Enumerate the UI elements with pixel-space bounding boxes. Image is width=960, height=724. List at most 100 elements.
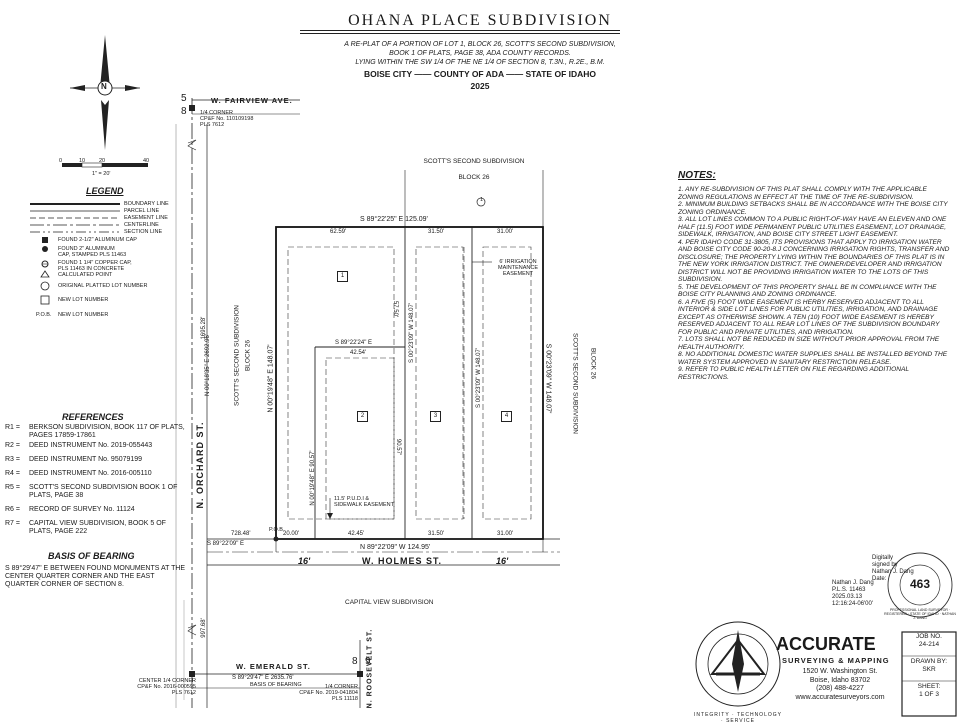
ref-text: DEED INSTRUMENT No. 2016-005110: [29, 470, 152, 477]
firm-website[interactable]: www.accuratesurveyors.com: [795, 693, 885, 701]
corner-note-line: CP&F No. 2019-041804: [299, 690, 358, 696]
note-item: 5. THE DEVELOPMENT OF THIS PROPERTY SHAL…: [678, 283, 937, 299]
easement-note-line: MAINTENANCE: [497, 265, 539, 271]
legend-section: SECTION LINE: [124, 229, 163, 235]
legend-new-lot: NEW LOT NUMBER: [58, 297, 109, 303]
legend-pob-symbol: P.O.B.: [36, 312, 52, 318]
jurisdiction: BOISE CITY —— COUNTY OF ADA —— STATE OF …: [363, 69, 597, 79]
ref-text: CAPITAL VIEW SUBDIVISION, BOOK 5 OF PLAT…: [29, 520, 166, 535]
section-number: 9: [365, 656, 371, 667]
legend-found-aluminum: FOUND 2-1/2" ALUMINUM CAP: [58, 237, 137, 243]
dist-n3: 31.00': [497, 229, 514, 235]
sheet-label: SHEET:: [917, 683, 941, 690]
corner-note-bottom-right: 1/4 CORNER CP&F No. 2019-041804 PLS 1111…: [298, 684, 358, 702]
bearing-lot2-west: N 00°19'48" E 90.57': [310, 450, 316, 506]
bearing-east: S 00°23'09" W 148.07': [544, 343, 552, 414]
bearing-orchard-c: 997.68': [201, 618, 207, 638]
drawn-by: SKR: [922, 666, 936, 673]
ref-code: R2 =: [5, 442, 20, 449]
firm-tagline: SURVEYING & MAPPING: [782, 656, 890, 665]
street-emerald: W. EMERALD ST.: [236, 662, 311, 671]
dist-s0: 20.00': [283, 531, 300, 537]
firm-logo-icon: [695, 621, 781, 707]
legend-line-samples: [30, 203, 120, 233]
corner-note-line: PLS 11118: [332, 696, 358, 702]
corner-note-line: CENTER 1/4 CORNER: [138, 678, 196, 684]
title-underline-2: [300, 33, 620, 34]
easement-note-line: 6' IRRIGATION: [499, 259, 537, 265]
corner-note-line: PLS 7612: [200, 122, 225, 128]
signature-line: signed by: [872, 562, 898, 568]
note-item: 9. REFER TO PUBLIC HEALTH LETTER ON FILE…: [678, 366, 909, 381]
notes-list: 1. ANY RE-SUBDIVISION OF THIS PLAT SHALL…: [678, 186, 950, 381]
dist-lot3-mid: 90.57': [395, 438, 401, 456]
street-holmes: W. HOLMES ST.: [362, 556, 443, 566]
signature-line: Digitally: [872, 555, 894, 561]
scale-tick-0: 0: [59, 158, 63, 164]
easement-note-line: SIDEWALK EASEMENT: [334, 502, 395, 508]
seal-number: 463: [909, 577, 931, 591]
ref-code: R5 =: [5, 484, 20, 491]
subdivision-left: SCOTT'S SECOND SUBDIVISION: [233, 305, 241, 406]
north-letter: N: [101, 82, 107, 91]
legend-found-cap: FOUND 2" ALUMINUM CAP, STAMPED PLS 11463: [58, 246, 127, 258]
firm-ring-text: INTEGRITY · TECHNOLOGY · SERVICE: [694, 712, 782, 724]
corner-note-line: 1/4 CORNER: [200, 110, 234, 116]
firm-address-line: (208) 488-4227: [816, 685, 864, 692]
ref-code: R1 =: [5, 424, 20, 431]
corner-note-top: 1/4 CORNER CP&F No. 110109198 PLS 7612: [200, 110, 253, 128]
lot-number-box: 4: [501, 411, 512, 422]
easement-note-line: 11.5' P.U.D.I &: [334, 496, 370, 502]
scale-tick-10: 10: [79, 158, 86, 164]
ref-code: R3 =: [5, 456, 20, 463]
bearing-lot3: S 00°23'09" W 148.07': [476, 348, 482, 408]
corner-note-line: PLS 7612: [171, 690, 196, 696]
ref-text: RECORD OF SURVEY No. 11124: [29, 506, 135, 513]
bearing-lot1: S 89°22'24" E: [335, 340, 373, 346]
note-item: 4. PER IDAHO CODE 31-3805, ITS PROVISION…: [678, 238, 950, 284]
dist-s1: 42.45': [348, 531, 365, 537]
dist-lot1-east: 57.50': [392, 300, 398, 318]
sheet-box: SHEET: 1 OF 3: [902, 683, 956, 699]
lot-number-box: 2: [357, 411, 368, 422]
legend-title: LEGEND: [86, 186, 124, 196]
ref-text: DEED INSTRUMENT No. 2019-055443: [29, 442, 153, 449]
corner-note-line: 1/4 CORNER: [324, 684, 358, 690]
subdivision-bottom: CAPITAL VIEW SUBDIVISION: [345, 599, 434, 606]
dist-lot1-inner: 42.54': [350, 350, 367, 356]
ref-code: R6 =: [5, 506, 20, 513]
scale-tick-20: 20: [99, 158, 106, 164]
street-fairview: W. FAIRVIEW AVE.: [211, 96, 293, 105]
bearing-lot2: S 00°23'09" W 148.07': [409, 303, 415, 363]
ref-text: SCOTT'S SECOND SUBDIVISION BOOK 1 OF PLA…: [29, 484, 178, 499]
subtitle-line-2: BOOK 1 OF PLATS, PAGE 38, ADA COUNTY REC…: [389, 50, 571, 57]
drawn-label: DRAWN BY:: [910, 658, 948, 665]
ref-code: R7 =: [5, 520, 20, 527]
corner-note-bottom-left: CENTER 1/4 CORNER CP&F No. 2016-000595 P…: [136, 678, 196, 696]
note-item: 7. LOTS SHALL NOT BE REDUCED IN SIZE WIT…: [678, 336, 940, 351]
scale-label: 1" = 20': [92, 171, 111, 177]
signer-block: Nathan J. Dang P.L.S. 11463 2025.03.13 1…: [832, 580, 874, 608]
legend-symbols: [40, 237, 50, 305]
plat-title: OHANA PLACE SUBDIVISION: [348, 12, 612, 29]
row-width-right: 16': [496, 556, 509, 566]
drawn-box: DRAWN BY: SKR: [902, 658, 956, 674]
bearing-emerald-sub: BASIS OF BEARING: [250, 682, 302, 688]
sheet-number: 1 OF 3: [919, 691, 939, 698]
digital-signature: Digitally signed by Nathan J. Dang Date:: [872, 555, 914, 583]
dist-n1: 62.59': [330, 229, 347, 235]
bearing-north: S 89°22'25" E 125.09': [360, 216, 428, 223]
legend-pob-text: NEW LOT NUMBER: [58, 312, 109, 318]
job-box: JOB NO. 24-214: [902, 633, 956, 649]
subtitle-line-3: LYING WITHIN THE SW 1/4 OF THE NE 1/4 OF…: [355, 59, 605, 66]
note-item: 8. NO ADDITIONAL DOMESTIC WATER SUPPLIES…: [678, 351, 948, 366]
firm-name: ACCURATE: [776, 634, 876, 654]
ref-text: DEED INSTRUMENT No. 95079199: [29, 456, 143, 463]
signer-pls: P.L.S. 11463: [832, 587, 866, 593]
section-number: 8: [352, 656, 358, 667]
legend-parcel: PARCEL LINE: [124, 208, 160, 214]
dist-pob: 728.48': [231, 531, 251, 537]
basis-text: S 89°29'47" E BETWEEN FOUND MONUMENTS AT…: [5, 565, 186, 588]
section-number: 8: [181, 106, 187, 117]
